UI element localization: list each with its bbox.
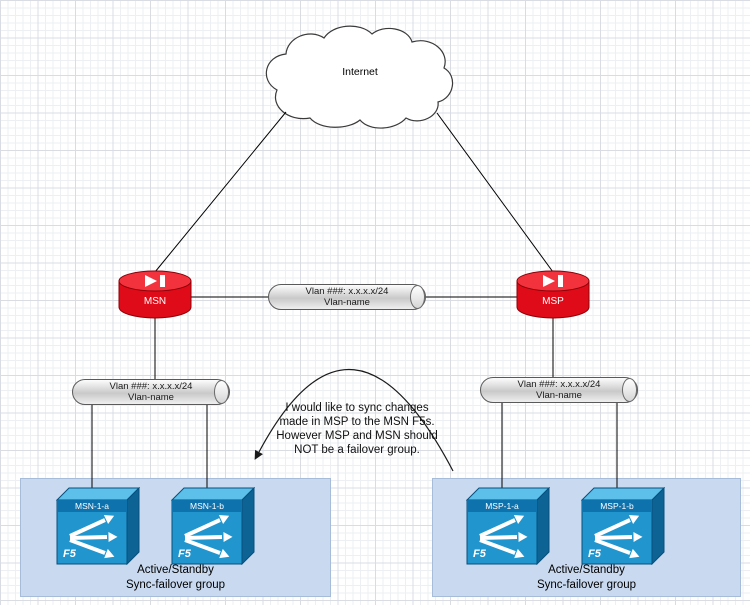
vlan-segment-msn[interactable]: Vlan ###: x.x.x.x/24 Vlan-name — [72, 379, 230, 405]
vlan-segment-msp[interactable]: Vlan ###: x.x.x.x/24 Vlan-name — [480, 377, 638, 403]
router-msp[interactable]: MSP — [516, 270, 590, 320]
vlan-subnet-label: Vlan ###: x.x.x.x/24 — [517, 379, 601, 390]
vlan-subnet-label: Vlan ###: x.x.x.x/24 — [305, 286, 389, 297]
group-caption: Active/Standby Sync-failover group — [21, 563, 330, 593]
f5-logo-label: F5 — [473, 548, 486, 560]
f5-device-icon — [170, 486, 256, 566]
f5-logo-label: F5 — [63, 548, 76, 560]
router-label: MSN — [143, 296, 167, 307]
internet-label: Internet — [342, 66, 378, 78]
group-caption-line1: Active/Standby — [137, 564, 214, 576]
device-name-label: MSN-1-a — [74, 501, 109, 511]
annotation-line-3: However MSP and MSN should — [276, 430, 438, 442]
bar-icon — [160, 275, 165, 287]
device-name-label: MSN-1-b — [189, 501, 224, 511]
annotation-line-1: I would like to sync changes — [285, 402, 429, 414]
group-caption-line1: Active/Standby — [548, 564, 625, 576]
device-name-label: MSP-1-b — [600, 501, 634, 511]
f5-device-icon — [465, 486, 551, 566]
f5-device-msn-1-a[interactable]: MSN-1-a F5 — [55, 486, 141, 566]
f5-logo-label: F5 — [588, 548, 601, 560]
annotation-line-4: NOT be a failover group. — [294, 444, 420, 456]
play-icon — [145, 275, 157, 287]
vlan-segment-wan[interactable]: Vlan ###: x.x.x.x/24 Vlan-name — [268, 284, 426, 310]
f5-device-msp-1-b[interactable]: MSP-1-b F5 — [580, 486, 666, 566]
f5-device-icon — [55, 486, 141, 566]
group-caption-line2: Sync-failover group — [125, 579, 226, 591]
vlan-subnet-label: Vlan ###: x.x.x.x/24 — [109, 381, 193, 392]
vlan-name-label: Vlan-name — [536, 390, 582, 401]
play-icon — [543, 275, 555, 287]
link-internet-msp — [436, 112, 554, 273]
group-caption-line2: Sync-failover group — [536, 579, 637, 591]
router-msn[interactable]: MSN — [118, 270, 192, 320]
vlan-name-label: Vlan-name — [324, 297, 370, 308]
f5-device-msn-1-b[interactable]: MSN-1-b F5 — [170, 486, 256, 566]
router-icon — [118, 270, 192, 319]
vlan-name-label: Vlan-name — [128, 392, 174, 403]
device-name-label: MSP-1-a — [485, 501, 519, 511]
group-caption: Active/Standby Sync-failover group — [433, 563, 740, 593]
bar-icon — [558, 275, 563, 287]
f5-device-icon — [580, 486, 666, 566]
router-label: MSP — [542, 296, 564, 307]
f5-device-msp-1-a[interactable]: MSP-1-a F5 — [465, 486, 551, 566]
annotation-note: I would like to sync changes made in MSP… — [252, 401, 462, 457]
f5-logo-label: F5 — [178, 548, 191, 560]
link-internet-msn — [154, 111, 287, 273]
annotation-line-2: made in MSP to the MSN F5s. — [279, 416, 435, 428]
router-icon — [516, 270, 590, 319]
